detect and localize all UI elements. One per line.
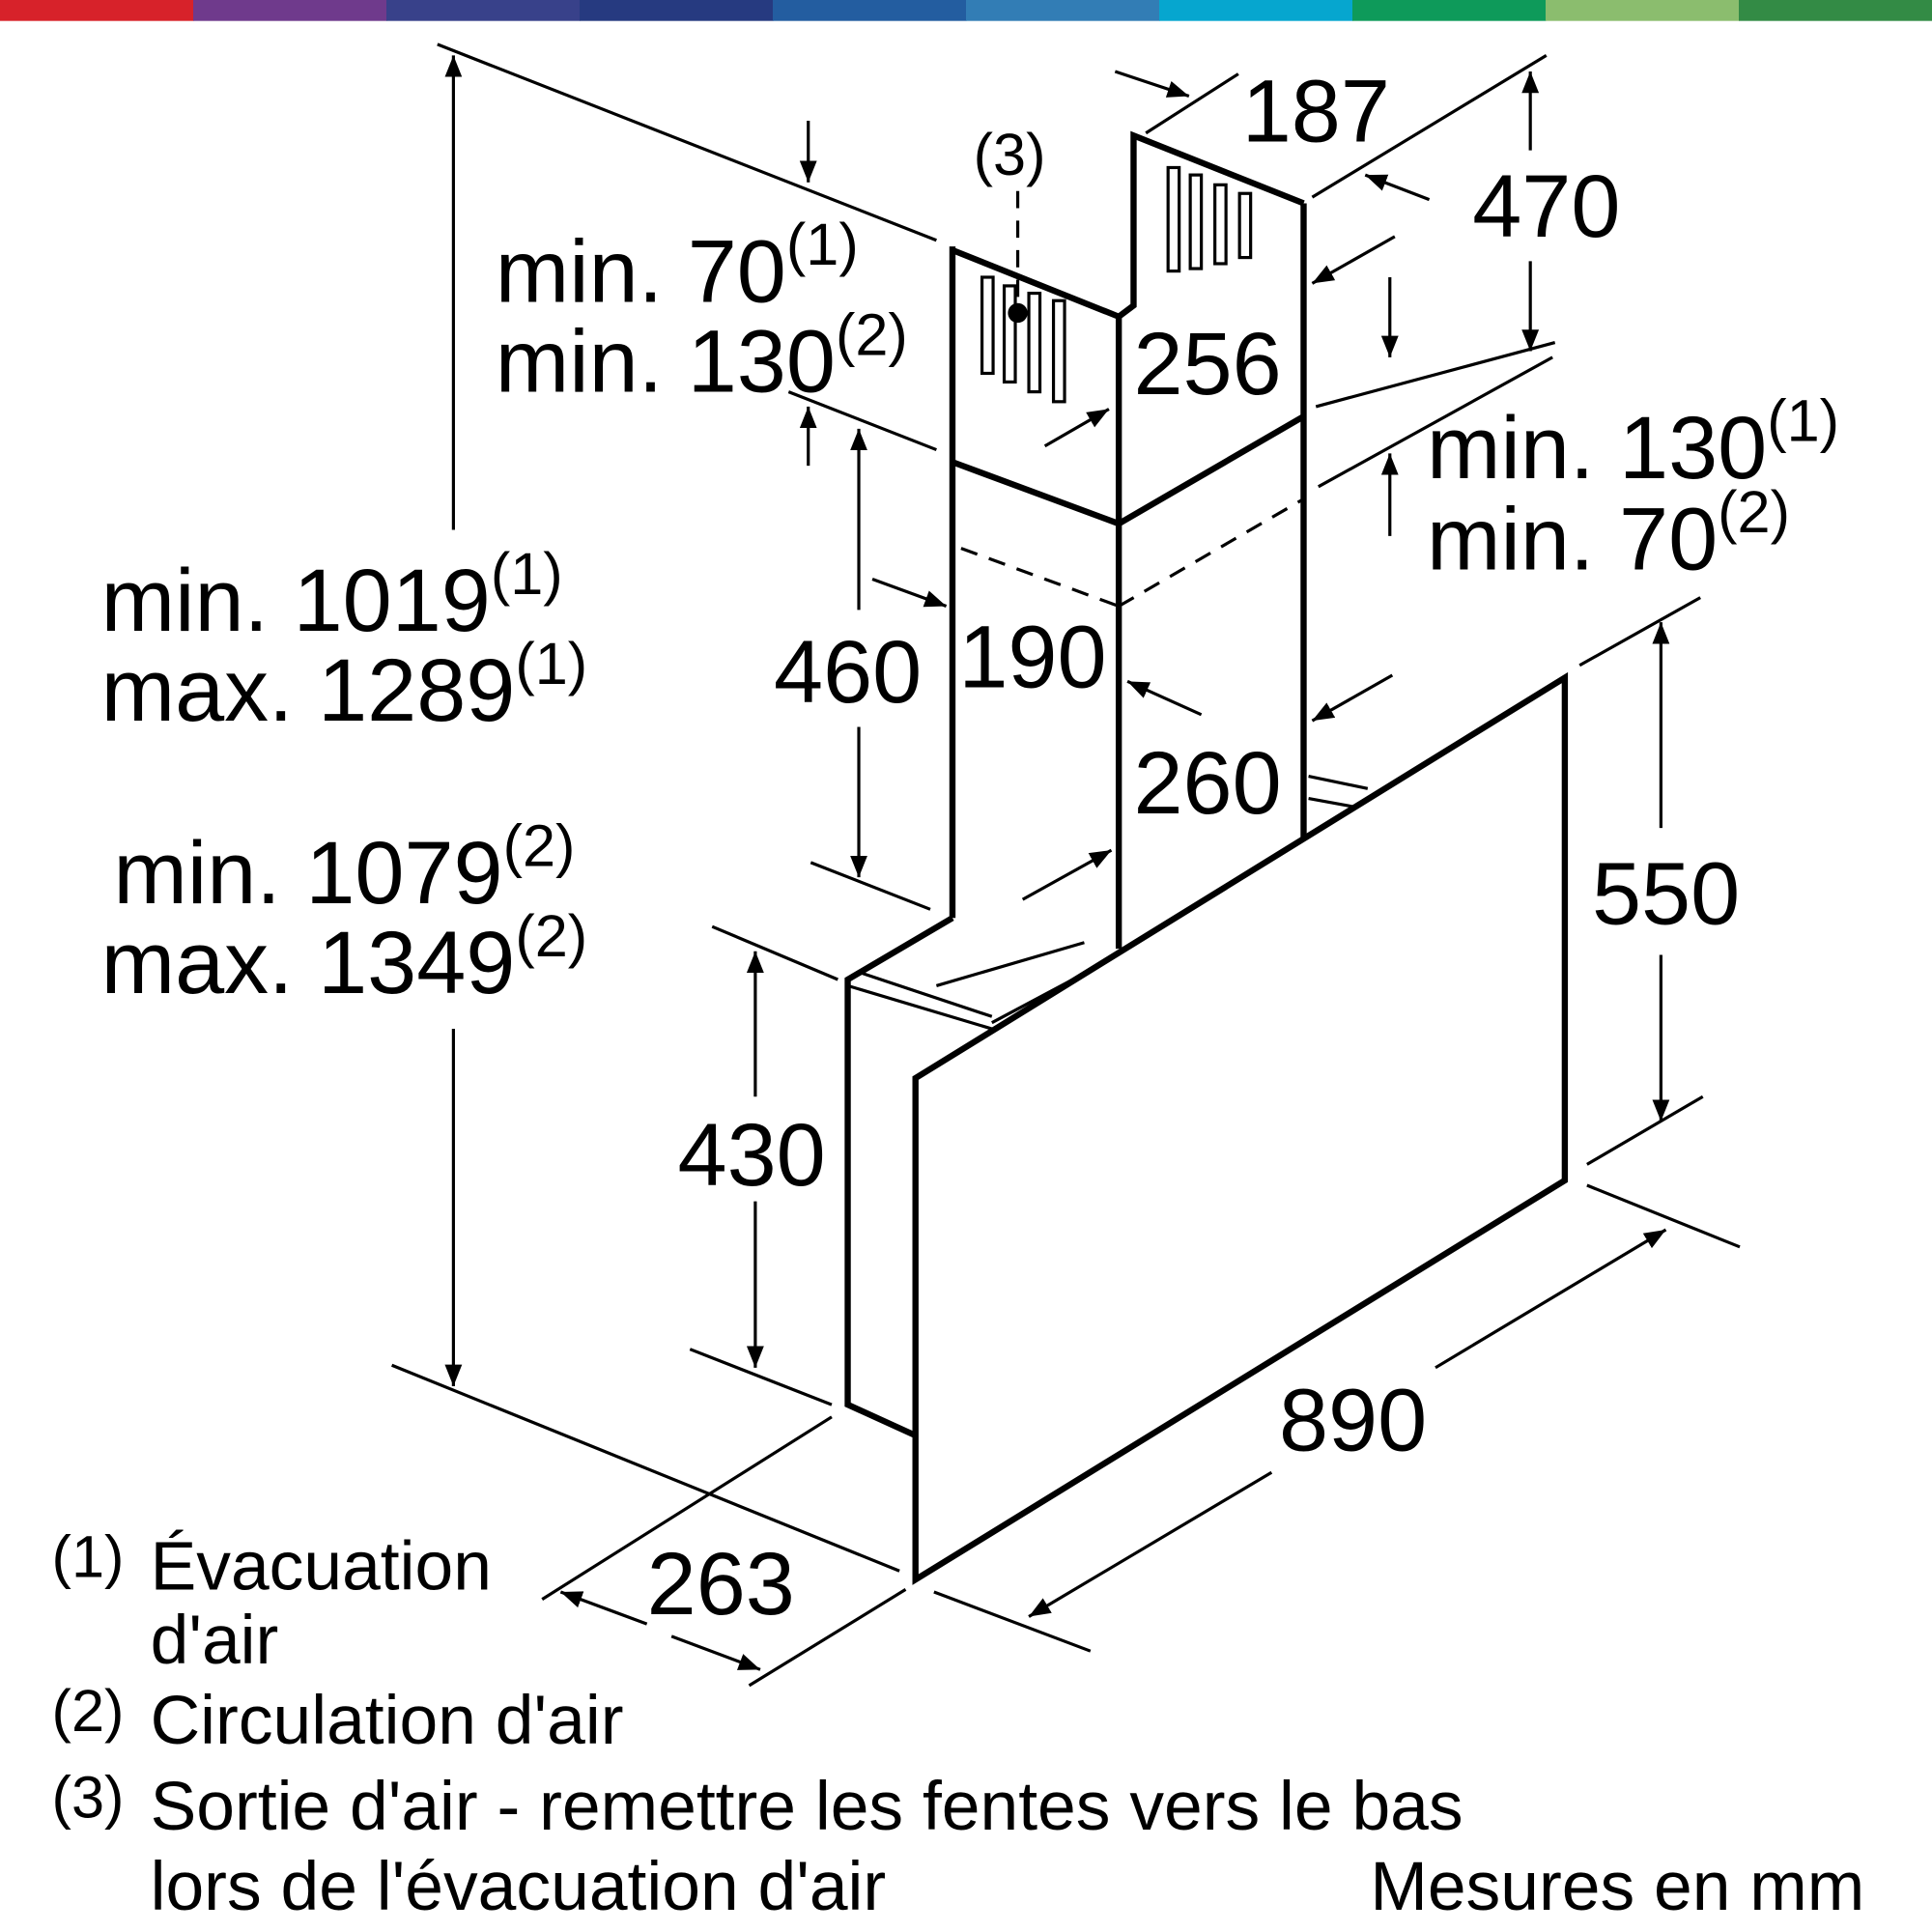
dim-550: 550 — [1592, 845, 1740, 944]
brand-color-bar — [0, 0, 1932, 21]
dim-260: 260 — [1133, 734, 1281, 833]
brand-bar-segment — [193, 0, 387, 21]
right-gap-line2: min. 70(2) — [1427, 479, 1790, 588]
units-note: Mesures en mm — [1370, 1848, 1864, 1925]
height1-line1: min. 1019(1) — [101, 541, 563, 650]
brand-bar-segment — [1352, 0, 1547, 21]
top-gap-line2: min. 130(2) — [496, 301, 908, 411]
dimension-labels: 187 470 256 460 190 260 550 430 890 263 … — [101, 63, 1839, 1634]
dim-460: 460 — [774, 623, 922, 722]
air-outlet-marker-icon — [1008, 302, 1028, 324]
legend: (1) Évacuation d'air (2) Circulation d'a… — [52, 1524, 1865, 1925]
brand-bar-segment — [580, 0, 774, 21]
legend-text-1b: d'air — [151, 1602, 279, 1679]
legend-text-1a: Évacuation — [151, 1527, 492, 1605]
brand-bar-segment — [0, 0, 194, 21]
right-gap-line1: min. 130(1) — [1427, 388, 1839, 497]
dim-256: 256 — [1133, 315, 1281, 413]
legend-num-3: (3) — [52, 1764, 125, 1830]
callout-3: (3) — [974, 122, 1046, 187]
hood-outline — [844, 130, 1569, 1585]
legend-text-3a: Sortie d'air - remettre les fentes vers … — [151, 1768, 1463, 1845]
legend-num-2: (2) — [52, 1678, 125, 1744]
brand-bar-segment — [966, 0, 1160, 21]
height2-line2: max. 1349(2) — [101, 903, 588, 1012]
height2-line1: min. 1079(2) — [113, 813, 575, 923]
brand-bar-segment — [1546, 0, 1740, 21]
legend-text-3b: lors de l'évacuation d'air — [151, 1848, 887, 1925]
brand-bar-segment — [386, 0, 581, 21]
dim-470: 470 — [1472, 157, 1620, 256]
dim-890: 890 — [1279, 1371, 1427, 1469]
legend-num-1: (1) — [52, 1524, 125, 1590]
height1-line2: max. 1289(1) — [101, 631, 588, 740]
vent-slots — [980, 165, 1253, 404]
dim-187: 187 — [1242, 63, 1390, 161]
brand-bar-segment — [1159, 0, 1353, 21]
dim-190: 190 — [958, 609, 1106, 707]
dimension-lines — [391, 43, 1741, 1688]
dim-430: 430 — [678, 1106, 826, 1205]
brand-bar-segment — [773, 0, 967, 21]
top-gap-line1: min. 70(1) — [496, 212, 859, 321]
dim-263: 263 — [647, 1535, 795, 1634]
legend-text-2: Circulation d'air — [151, 1682, 624, 1759]
brand-bar-segment — [1738, 0, 1932, 21]
